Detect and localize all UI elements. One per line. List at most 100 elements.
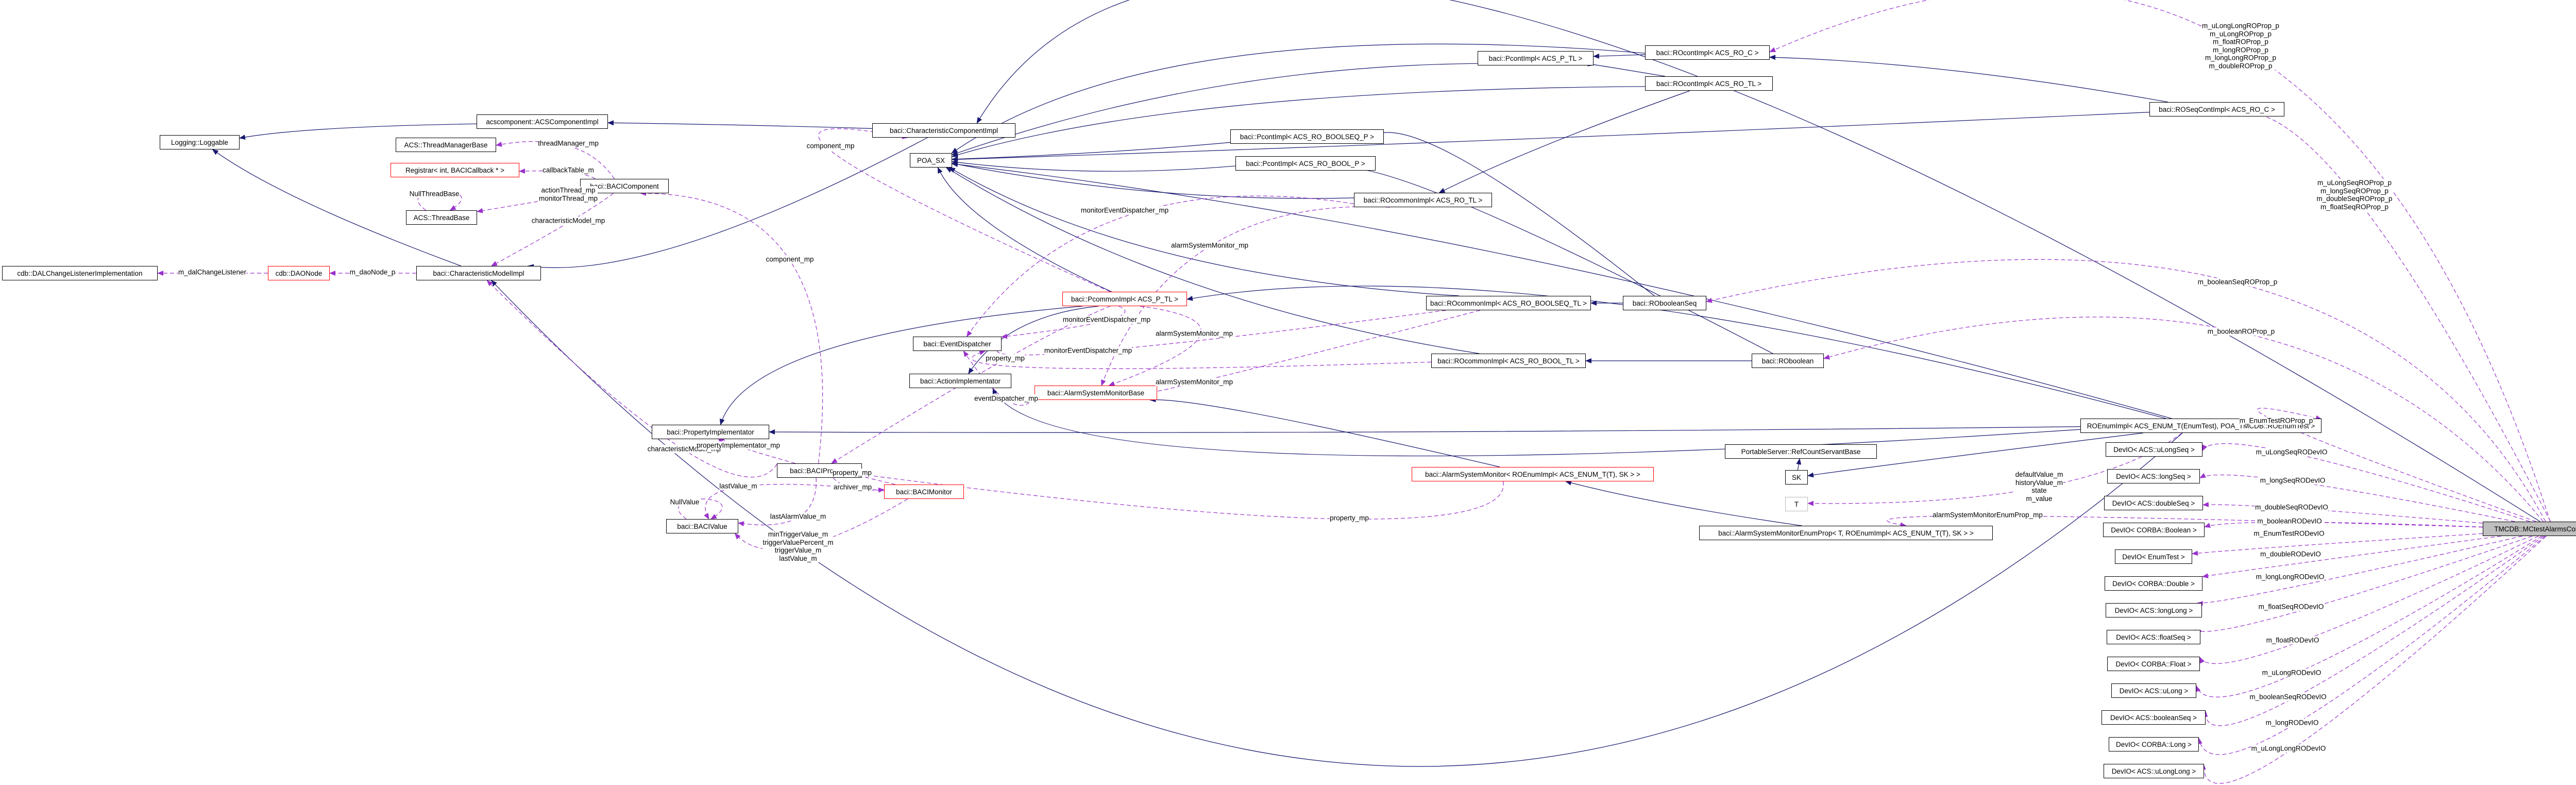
- node-bacimonitor[interactable]: baci::BACIMonitor: [884, 485, 964, 499]
- edge-label-line: m_uLongRODevIO: [2262, 669, 2321, 677]
- edge-label: m_uLongSeqRODevIO: [2256, 448, 2328, 456]
- edge-label-line: m_value: [2026, 494, 2053, 503]
- edge-bacivalue-to-bacivalue: [678, 498, 723, 520]
- node-deviolong[interactable]: DevIO< CORBA::Long >: [2109, 737, 2199, 751]
- node-roconttl[interactable]: baci::ROcontImpl< ACS_RO_TL >: [1645, 76, 1773, 91]
- edge-cci-to-cmi: [527, 137, 928, 270]
- edge-tmcdb-to-devioulongseq: [2202, 443, 2530, 522]
- node-robooleanseq[interactable]: baci::RObooleanSeq: [1623, 296, 1706, 310]
- edge-label-line: callbackTable_m: [543, 166, 594, 174]
- edge-label-line: lastValue_m: [779, 554, 817, 562]
- node-propertyimplementator[interactable]: baci::PropertyImplementator: [652, 425, 769, 439]
- node-devioenumtest[interactable]: DevIO< EnumTest >: [2115, 549, 2192, 564]
- node-deviofloat[interactable]: DevIO< CORBA::Float >: [2107, 657, 2200, 671]
- node-rocommonbooltl[interactable]: baci::ROcommonImpl< ACS_RO_BOOL_TL >: [1431, 354, 1586, 368]
- edge-label: alarmSystemMonitorEnumProp_mp: [1933, 511, 2043, 519]
- edge-label-line: alarmSystemMonitor_mp: [1171, 241, 1249, 249]
- node-deviodoubleseq[interactable]: DevIO< ACS::doubleSeq >: [2104, 496, 2203, 510]
- edge-label: m_booleanSeqROProp_p: [2197, 278, 2278, 286]
- node-devioulonglong[interactable]: DevIO< ACS::uLongLong >: [2104, 764, 2204, 778]
- node-deviolongseq[interactable]: DevIO< ACS::longSeq >: [2107, 469, 2200, 483]
- edge-pcontptl-to-poasx: [952, 63, 1478, 156]
- node-tmcdb[interactable]: TMCDB::MCtestAlarmsComponentImpl: [2483, 522, 2576, 536]
- edge-label-line: m_booleanSeqROProp_p: [2197, 278, 2278, 286]
- edge-label: alarmSystemMonitor_mp: [1155, 378, 1233, 386]
- edge-tmcdb-to-devioboolean: [2204, 522, 2483, 528]
- node-alarmsk[interactable]: baci::AlarmSystemMonitor< ROEnumImpl< AC…: [1412, 467, 1654, 481]
- node-cmi[interactable]: baci::CharacteristicModelImpl: [416, 266, 541, 280]
- edge-label: alarmSystemMonitor_mp: [1155, 329, 1233, 338]
- node-roboolean[interactable]: baci::ROboolean: [1752, 354, 1824, 368]
- node-registrar[interactable]: Registrar< int, BACICallback * >: [391, 163, 519, 177]
- node-rocontc[interactable]: baci::ROcontImpl< ACS_RO_C >: [1645, 45, 1770, 60]
- node-cci[interactable]: baci::CharacteristicComponentImpl: [872, 123, 1015, 138]
- node-refcount[interactable]: PortableServer::RefCountServantBase: [1725, 444, 1877, 459]
- node-pcontboolseqp[interactable]: baci::PcontImpl< ACS_RO_BOOLSEQ_P >: [1230, 129, 1384, 144]
- edge-label: m_dalChangeListener: [178, 268, 247, 276]
- edge-alarmsk-to-asmbase: [1149, 397, 1500, 467]
- node-dal[interactable]: cdb::DALChangeListenerImplementation: [2, 266, 158, 280]
- node-deviolonglong[interactable]: DevIO< ACS::longLong >: [2106, 603, 2202, 617]
- edge-rocommontl-to-poasx: [952, 161, 1354, 199]
- node-deviofloatseq[interactable]: DevIO< ACS::floatSeq >: [2107, 630, 2200, 644]
- node-threadbase[interactable]: ACS::ThreadBase: [406, 210, 477, 225]
- edge-label-line: m_booleanRODevIO: [2257, 517, 2322, 525]
- node-eventdispatcher[interactable]: baci::EventDispatcher: [913, 337, 1002, 351]
- node-acscomponentimpl[interactable]: acscomponent::ACSComponentImpl: [477, 114, 608, 129]
- node-roseqcont[interactable]: baci::ROSeqContImpl< ACS_RO_C >: [2149, 102, 2284, 116]
- edge-label: m_doubleSeqRODevIO: [2255, 503, 2328, 511]
- edge-label-line: m_uLongLongRODevIO: [2251, 744, 2326, 753]
- node-tbox[interactable]: T: [1785, 497, 1808, 511]
- node-rocommontl[interactable]: baci::ROcommonImpl< ACS_RO_TL >: [1354, 193, 1492, 207]
- node-rocommonboolseqtl[interactable]: baci::ROcommonImpl< ACS_RO_BOOLSEQ_TL >: [1426, 296, 1591, 310]
- node-asmbase[interactable]: baci::AlarmSystemMonitorBase: [1035, 386, 1157, 400]
- node-devioboolean[interactable]: DevIO< CORBA::Boolean >: [2103, 523, 2205, 537]
- node-dao[interactable]: cdb::DAONode: [268, 266, 330, 280]
- node-bacivalue[interactable]: baci::BACIValue: [666, 519, 738, 533]
- edge-label-line: archiver_mp: [833, 483, 872, 491]
- edge-roenum-to-pcommon: [1187, 286, 2166, 419]
- node-threadmanagerbase[interactable]: ACS::ThreadManagerBase: [396, 138, 496, 152]
- edge-tmcdb-to-cci: [976, 0, 2540, 522]
- edge-acscomponentimpl-to-loggable: [239, 123, 477, 140]
- edge-label-line: m_longLongRODevIO: [2256, 573, 2325, 581]
- edge-label: monitorEventDispatcher_mp: [1062, 315, 1151, 324]
- edge-label-line: m_uLongROProp_p: [2209, 30, 2272, 38]
- node-poasx[interactable]: POA_SX: [910, 153, 952, 168]
- edge-label: threadManager_mp: [538, 139, 599, 147]
- edge-label: alarmSystemMonitor_mp: [1171, 241, 1249, 249]
- node-devioulongseq[interactable]: DevIO< ACS::uLongSeq >: [2106, 442, 2202, 457]
- edge-label: property_mp: [833, 469, 872, 477]
- edge-roseqcont-to-rocontc: [1769, 55, 2168, 103]
- edge-tmcdb-to-deviodoubleseq: [2202, 502, 2483, 524]
- edge-label: m_doubleRODevIO: [2260, 550, 2321, 558]
- edge-label-line: m_floatROProp_p: [2212, 38, 2269, 46]
- edge-label-line: m_doubleRODevIO: [2260, 550, 2321, 558]
- edge-label: m_longSeqRODevIO: [2260, 476, 2326, 485]
- edge-roseqcont-to-poasx: [952, 112, 2150, 162]
- node-pcontptl[interactable]: baci::PcontImpl< ACS_P_TL >: [1478, 51, 1594, 65]
- node-pcommon[interactable]: baci::PcommonImpl< ACS_P_TL >: [1062, 292, 1187, 306]
- node-devioulong[interactable]: DevIO< ACS::uLong >: [2111, 683, 2196, 698]
- edge-label-line: m_floatSeqROProp_p: [2320, 203, 2389, 211]
- node-deviobooleanseq[interactable]: DevIO< ACS::booleanSeq >: [2102, 710, 2206, 725]
- node-deviodouble[interactable]: DevIO< CORBA::Double >: [2105, 576, 2202, 591]
- edge-rocommonbooltl-to-poasx: [945, 167, 1480, 354]
- node-alarmenum[interactable]: baci::AlarmSystemMonitorEnumProp< T, ROE…: [1699, 526, 1993, 540]
- edge-label-line: threadManager_mp: [538, 139, 599, 147]
- edge-label: monitorEventDispatcher_mp: [1080, 206, 1169, 214]
- node-loggable[interactable]: Logging::Loggable: [160, 135, 240, 149]
- node-sk[interactable]: SK: [1785, 470, 1808, 485]
- node-pcontboolp[interactable]: baci::PcontImpl< ACS_RO_BOOL_P >: [1235, 156, 1376, 171]
- edge-rocommontl-to-asmbase: [1101, 206, 1390, 386]
- edge-rocommontl-to-eventdispatcher: [966, 195, 1354, 337]
- edge-label: m_floatSeqRODevIO: [2258, 603, 2324, 611]
- edge-label: characteristicModel_mp: [531, 216, 605, 225]
- edge-label: m_EnumTestROProp_p: [2239, 416, 2313, 425]
- edge-label: m_longRODevIO: [2265, 719, 2319, 727]
- node-actionimplementator[interactable]: baci::ActionImplementator: [909, 374, 1011, 388]
- edge-tmcdb-to-roseqcont: [2228, 111, 2551, 522]
- edge-label-line: m_longROProp_p: [2212, 46, 2269, 54]
